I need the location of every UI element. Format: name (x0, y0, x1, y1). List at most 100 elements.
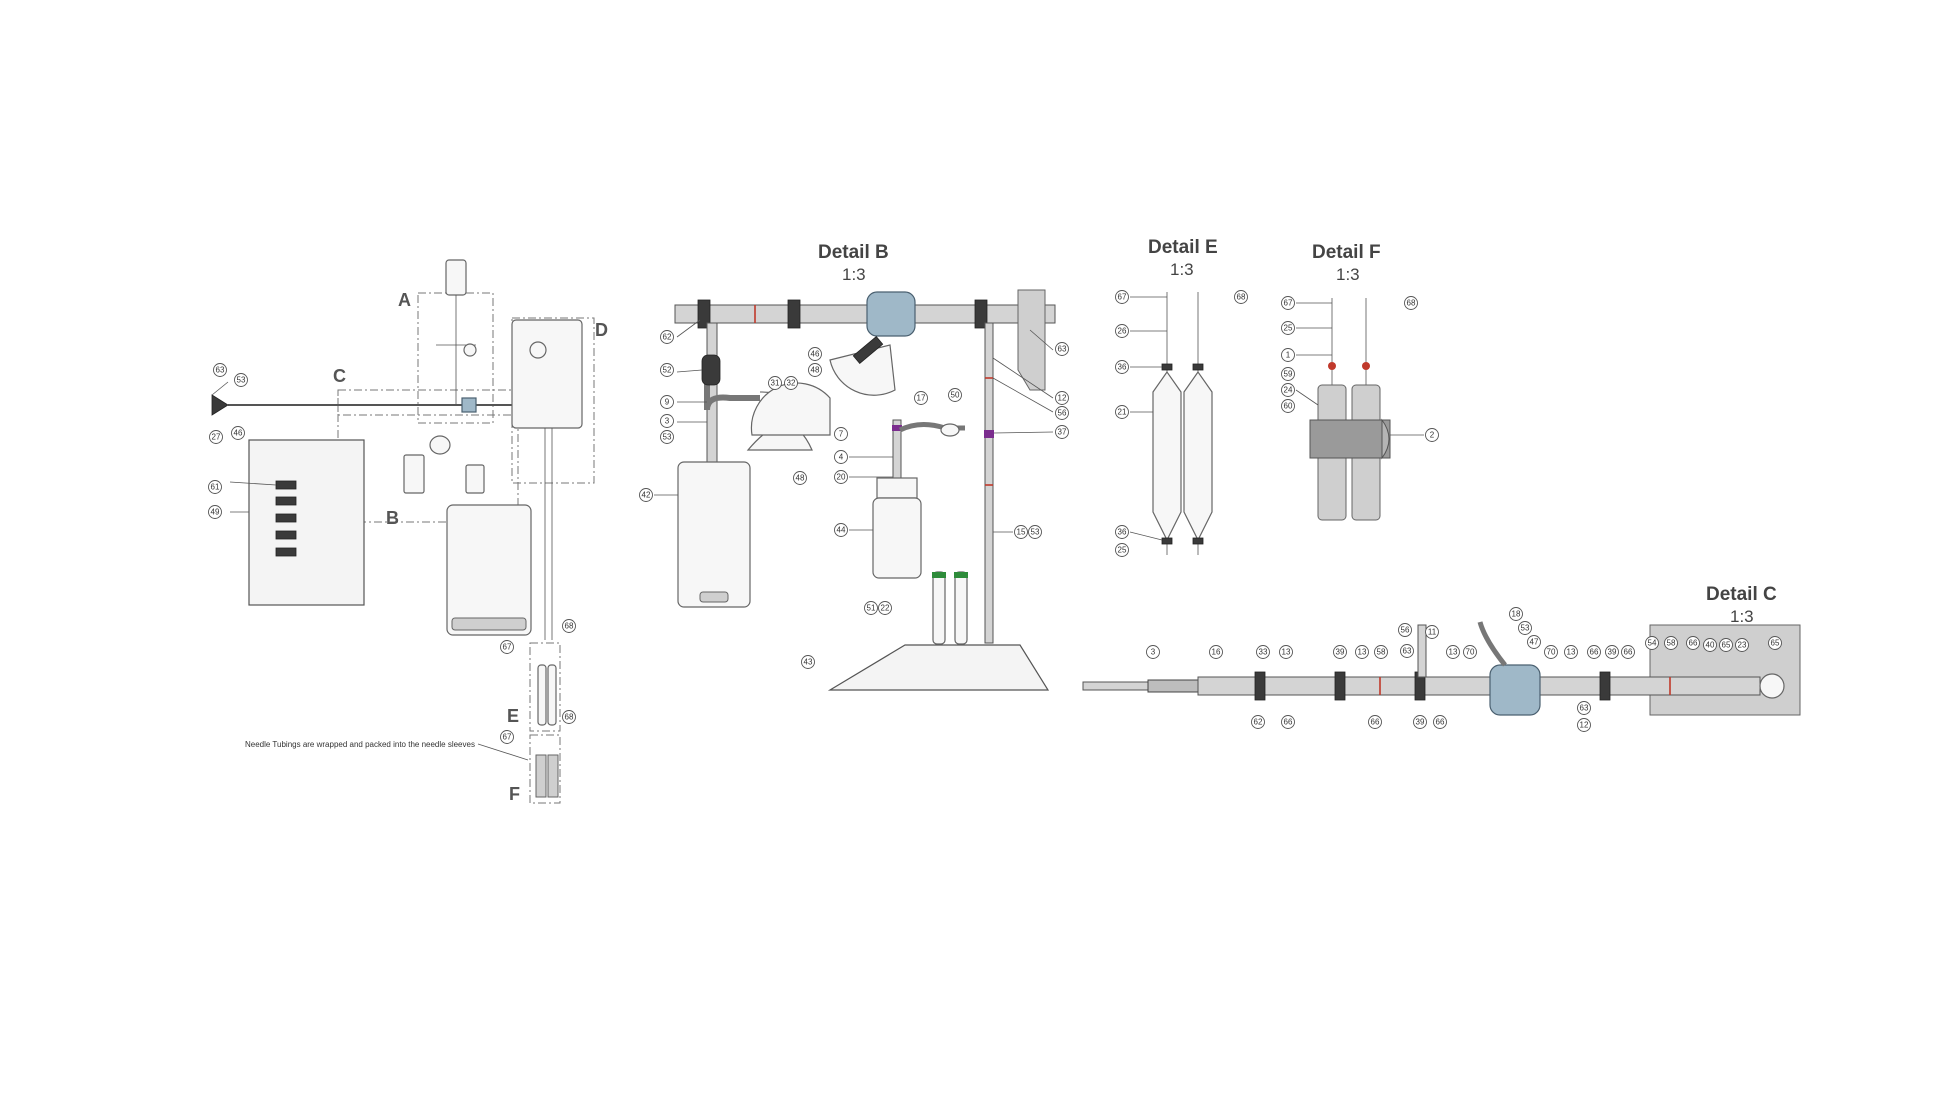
callout-bubble: 56 (1398, 623, 1412, 637)
svg-text:22: 22 (881, 604, 890, 613)
small-bag-b (403, 454, 425, 494)
callout-bubble: 67 (1115, 290, 1129, 304)
svg-text:13: 13 (1282, 648, 1291, 657)
svg-text:62: 62 (1254, 718, 1263, 727)
bottle-b (465, 464, 485, 494)
callout-bubble: 36 (1115, 360, 1129, 374)
svg-text:3: 3 (1151, 648, 1156, 657)
drop-tube-right (984, 322, 994, 644)
svg-text:39: 39 (1608, 648, 1617, 657)
detail-b-title: Detail B (818, 242, 889, 263)
callout-bubble: 33 (1256, 645, 1270, 659)
svg-text:63: 63 (1403, 647, 1412, 656)
needle-loop-e1 (1152, 370, 1182, 542)
svg-text:7: 7 (839, 430, 844, 439)
detail-c-scale: 1:3 (1730, 607, 1754, 626)
collection-bag-base (451, 617, 527, 631)
sample-cap-1 (932, 572, 946, 578)
svg-text:9: 9 (665, 398, 670, 407)
clamp-c4 (1599, 671, 1611, 701)
callout-bubble: 53 (1518, 621, 1532, 635)
svg-text:39: 39 (1416, 718, 1425, 727)
svg-text:4: 4 (839, 453, 844, 462)
callout-bubble: 12 (1577, 718, 1591, 732)
svg-text:24: 24 (1284, 386, 1293, 395)
svg-text:59: 59 (1284, 370, 1293, 379)
callout-bubble: 18 (1509, 607, 1523, 621)
svg-text:11: 11 (1428, 628, 1437, 637)
dome-1 (750, 382, 831, 436)
callout-bubble: 22 (878, 601, 892, 615)
sample-cap-2 (954, 572, 968, 578)
accessory-tray (248, 439, 365, 606)
svg-text:25: 25 (1284, 324, 1293, 333)
view-boundary-f (529, 734, 561, 804)
callout-bubble: 70 (1544, 645, 1558, 659)
clamp-e1 (1161, 363, 1173, 371)
callout-bubble: 46 (231, 426, 245, 440)
detail-f: Detail F 1:3 (1309, 242, 1391, 521)
svg-text:48: 48 (796, 474, 805, 483)
svg-text:21: 21 (1118, 408, 1127, 417)
detail-e-title: Detail E (1148, 237, 1218, 258)
detail-e: Detail E 1:3 (1148, 237, 1218, 555)
bottle-body (872, 497, 922, 579)
svg-text:36: 36 (1118, 363, 1127, 372)
svg-text:39: 39 (1336, 648, 1345, 657)
collection-bag (446, 504, 532, 636)
branch-tube-c (1417, 624, 1427, 678)
svg-text:63: 63 (216, 366, 225, 375)
dome-2 (829, 344, 896, 396)
svg-text:20: 20 (837, 473, 846, 482)
view-label-f: F (509, 784, 520, 804)
svg-text:66: 66 (1689, 639, 1698, 648)
callout-bubble: 66 (1621, 645, 1635, 659)
callout-bubble: 43 (801, 655, 815, 669)
view-label-e: E (507, 706, 519, 726)
svg-text:12: 12 (1580, 721, 1589, 730)
callout-bubble: 68 (1234, 290, 1248, 304)
callout-bubble: 12 (1055, 391, 1069, 405)
clamp-b-3 (974, 299, 988, 329)
callouts-detail-c: 3 16 33 13 39 13 58 56 11 63 13 70 18 53… (1146, 607, 1782, 732)
spike-a (463, 343, 477, 357)
pinch-clamp-52 (701, 354, 721, 386)
svg-text:68: 68 (565, 713, 574, 722)
svg-text:43: 43 (804, 658, 813, 667)
callout-bubble: 53 (234, 373, 248, 387)
callouts-detail-f: 67 68 25 1 59 24 60 2 (1281, 296, 1439, 442)
view-label-b: B (386, 508, 399, 528)
svg-text:60: 60 (1284, 402, 1293, 411)
callout-bubble: 44 (834, 523, 848, 537)
view-boundary-e (529, 642, 561, 732)
callout-bubble: 49 (208, 505, 222, 519)
svg-text:58: 58 (1377, 648, 1386, 657)
bag-d-port (529, 341, 547, 359)
svg-text:58: 58 (1667, 639, 1676, 648)
callout-bubble: 66 (1368, 715, 1382, 729)
callout-bubble: 67 (1281, 296, 1295, 310)
sample-tube-2 (954, 571, 968, 645)
callout-bubble: 68 (562, 710, 576, 724)
callouts-detail-e: 67 68 26 36 21 36 25 (1115, 290, 1248, 557)
view-label-d: D (595, 320, 608, 340)
callout-bubble: 42 (639, 488, 653, 502)
callout-bubble: 23 (1735, 638, 1749, 652)
callout-bubble: 13 (1279, 645, 1293, 659)
purple-band-37 (984, 430, 994, 438)
callout-bubble: 63 (1400, 644, 1414, 658)
callout-bubble: 59 (1281, 367, 1295, 381)
detail-f-scale: 1:3 (1336, 265, 1360, 284)
wall-bracket (1017, 289, 1046, 391)
svg-text:66: 66 (1371, 718, 1380, 727)
callout-bubble: 9 (660, 395, 674, 409)
rack-base (827, 644, 1050, 691)
curved-tube-1 (704, 360, 760, 411)
view-label-a: A (398, 290, 411, 310)
callout-bubble: 13 (1446, 645, 1460, 659)
callout-bubble: 65 (1719, 638, 1733, 652)
svg-text:51: 51 (867, 604, 876, 613)
svg-text:67: 67 (503, 643, 512, 652)
callout-bubble: 37 (1055, 425, 1069, 439)
needle-loop-2 (547, 664, 557, 726)
